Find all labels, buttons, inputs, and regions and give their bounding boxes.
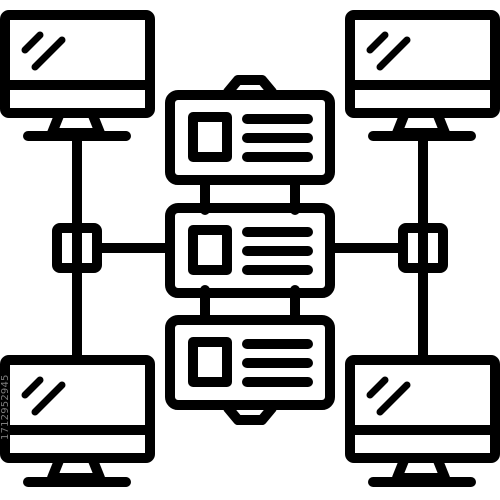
right-hub-node — [398, 223, 448, 273]
server-drive-bay — [188, 112, 232, 162]
watermark-id: 1712952945 — [0, 374, 11, 440]
screen-glare-long — [21, 31, 44, 54]
monitor-top-left — [0, 10, 155, 141]
server-body — [165, 90, 335, 185]
screen-glare-short — [31, 36, 66, 71]
server-unit-top — [165, 90, 335, 185]
screen-glare-short — [376, 381, 411, 416]
screen-glare-short — [31, 381, 66, 416]
screen-glare-long — [366, 31, 389, 54]
server-body — [165, 315, 335, 410]
monitor-screen — [0, 355, 155, 463]
server-stack — [165, 75, 335, 425]
server-drive-bay — [188, 225, 232, 275]
server-body — [165, 203, 335, 298]
monitor-screen — [345, 10, 500, 118]
monitor-top-right — [345, 10, 500, 141]
monitor-screen — [0, 10, 155, 118]
server-drive-bay — [188, 337, 232, 387]
left-hub-node — [52, 223, 102, 273]
server-unit-middle — [165, 203, 335, 298]
network-connectors — [72, 135, 428, 365]
server-top-cap — [223, 75, 277, 97]
monitor-bottom-right — [345, 355, 500, 487]
server-unit-bottom — [165, 315, 335, 410]
screen-glare-long — [21, 376, 44, 399]
monitor-screen — [345, 355, 500, 463]
screen-glare-long — [366, 376, 389, 399]
monitor-bottom-left — [0, 355, 155, 487]
screen-glare-short — [376, 36, 411, 71]
server-bottom-cap — [223, 403, 277, 425]
